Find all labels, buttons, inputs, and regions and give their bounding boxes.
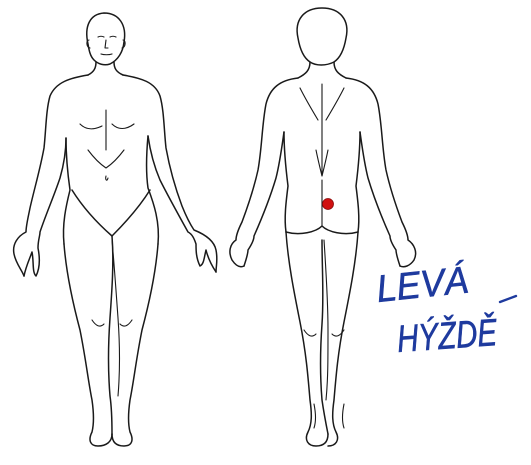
annotation-line-2: HÝŽDĚ	[396, 311, 499, 361]
front-left-leg	[64, 244, 112, 446]
front-right-arm	[123, 75, 217, 272]
front-left-arm	[14, 75, 88, 276]
annotation-stroke	[500, 296, 516, 302]
back-body-figure	[230, 8, 416, 446]
pain-marker-dot	[323, 199, 334, 210]
annotation-line-1: LEVÁ	[374, 259, 470, 311]
front-body-figure	[14, 13, 217, 446]
handwritten-annotation: LEVÁ HÝŽDĚ	[374, 259, 516, 361]
front-head	[87, 13, 125, 65]
back-head	[297, 8, 347, 65]
back-left-arm	[230, 78, 298, 267]
back-right-arm	[346, 78, 416, 267]
front-face	[98, 36, 116, 55]
